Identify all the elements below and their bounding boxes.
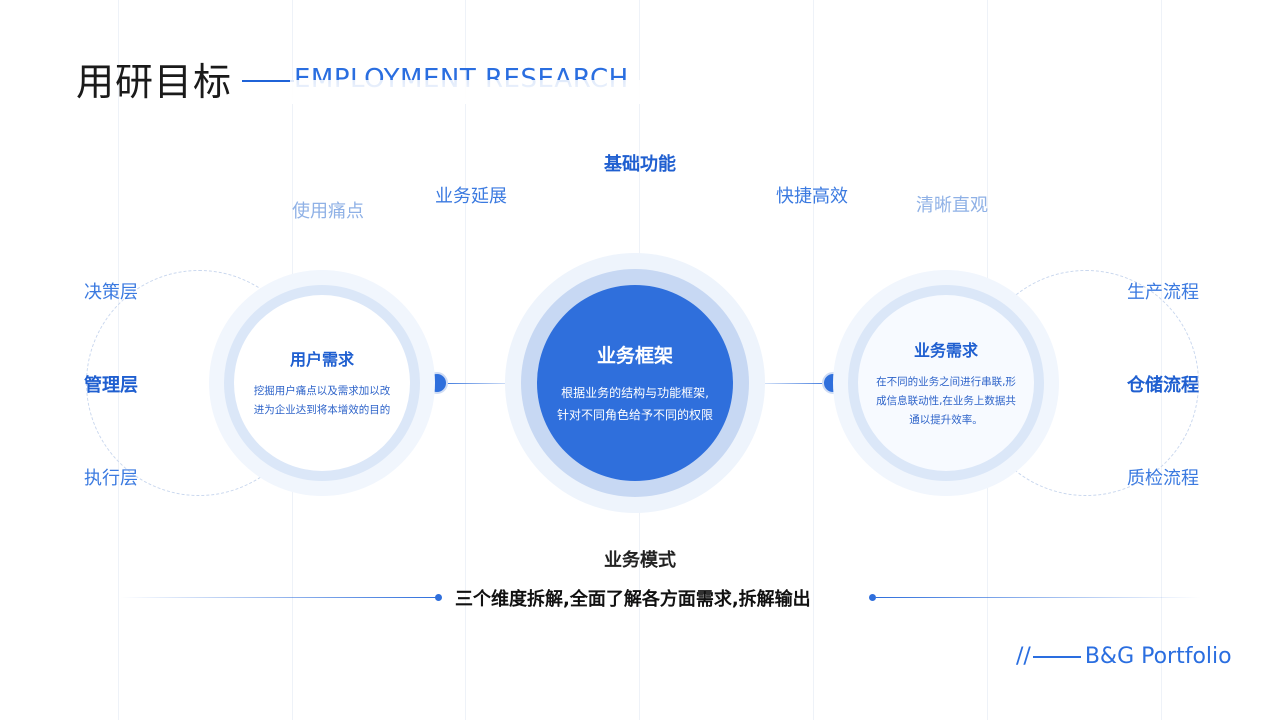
business-framework-node[interactable]: 业务框架 根据业务的结构与功能框架, 针对不同角色给予不同的权限 xyxy=(505,253,765,513)
bottom-line-right xyxy=(876,597,1201,598)
tag-production-flow: 生产流程 xyxy=(1127,282,1199,303)
business-needs-desc-2: 成信息联动性,在业务上数据共 xyxy=(876,394,1016,407)
title-divider xyxy=(242,80,294,82)
user-needs-core: 用户需求 挖掘用户痛点以及需求加以改 进为企业达到将本增效的目的 xyxy=(234,295,410,471)
grid-line xyxy=(465,0,466,720)
business-model-text: 三个维度拆解,全面了解各方面需求,拆解输出 xyxy=(455,589,811,610)
tag-clear-intuitive: 清晰直观 xyxy=(916,195,988,216)
business-framework-ring: 业务框架 根据业务的结构与功能框架, 针对不同角色给予不同的权限 xyxy=(521,269,749,497)
user-needs-ring: 用户需求 挖掘用户痛点以及需求加以改 进为企业达到将本增效的目的 xyxy=(224,285,420,481)
business-framework-desc-2: 针对不同角色给予不同的权限 xyxy=(556,407,713,422)
tag-management-layer: 管理层 xyxy=(84,375,138,396)
bottom-dot-left xyxy=(435,594,442,601)
business-needs-core: 业务需求 在不同的业务之间进行串联,形 成信息联动性,在业务上数据共 通以提升效… xyxy=(858,295,1034,471)
tag-decision-layer: 决策层 xyxy=(84,282,138,303)
tag-fast-efficient: 快捷高效 xyxy=(776,186,848,207)
business-needs-desc-3: 通以提升效率。 xyxy=(909,413,983,426)
tag-basic-functions: 基础功能 xyxy=(604,154,676,175)
page-title: 用研目标 xyxy=(76,60,233,104)
tag-inspection-flow: 质检流程 xyxy=(1127,468,1199,489)
brand-prefix: // xyxy=(1016,644,1031,669)
business-needs-title: 业务需求 xyxy=(913,340,978,360)
business-needs-ring: 业务需求 在不同的业务之间进行串联,形 成信息联动性,在业务上数据共 通以提升效… xyxy=(848,285,1044,481)
grid-line xyxy=(813,0,814,720)
business-framework-desc-1: 根据业务的结构与功能框架, xyxy=(561,385,709,400)
business-needs-node[interactable]: 业务需求 在不同的业务之间进行串联,形 成信息联动性,在业务上数据共 通以提升效… xyxy=(833,270,1059,496)
left-connector-line xyxy=(437,383,515,384)
user-needs-desc-2: 进为企业达到将本增效的目的 xyxy=(253,404,391,416)
user-needs-node[interactable]: 用户需求 挖掘用户痛点以及需求加以改 进为企业达到将本增效的目的 xyxy=(209,270,435,496)
business-needs-desc-1: 在不同的业务之间进行串联,形 xyxy=(876,375,1016,388)
brand-name: B&G Portfolio xyxy=(1084,644,1232,669)
tag-business-extension: 业务延展 xyxy=(435,186,507,207)
business-model-title: 业务模式 xyxy=(604,550,676,571)
business-framework-core: 业务框架 根据业务的结构与功能框架, 针对不同角色给予不同的权限 xyxy=(537,285,733,481)
bottom-dot-right xyxy=(869,594,876,601)
tag-pain-points: 使用痛点 xyxy=(292,201,364,222)
brand-divider xyxy=(1032,656,1081,658)
subtitle-fade xyxy=(290,80,640,104)
tag-storage-flow: 仓储流程 xyxy=(1127,375,1199,396)
tag-execution-layer: 执行层 xyxy=(84,468,138,489)
right-connector-line xyxy=(758,383,836,384)
brand-mark: // B&G Portfolio xyxy=(1016,644,1232,669)
user-needs-desc-1: 挖掘用户痛点以及需求加以改 xyxy=(253,385,391,397)
bottom-line-left xyxy=(120,597,438,598)
business-framework-title: 业务框架 xyxy=(596,344,673,367)
user-needs-title: 用户需求 xyxy=(289,350,354,369)
